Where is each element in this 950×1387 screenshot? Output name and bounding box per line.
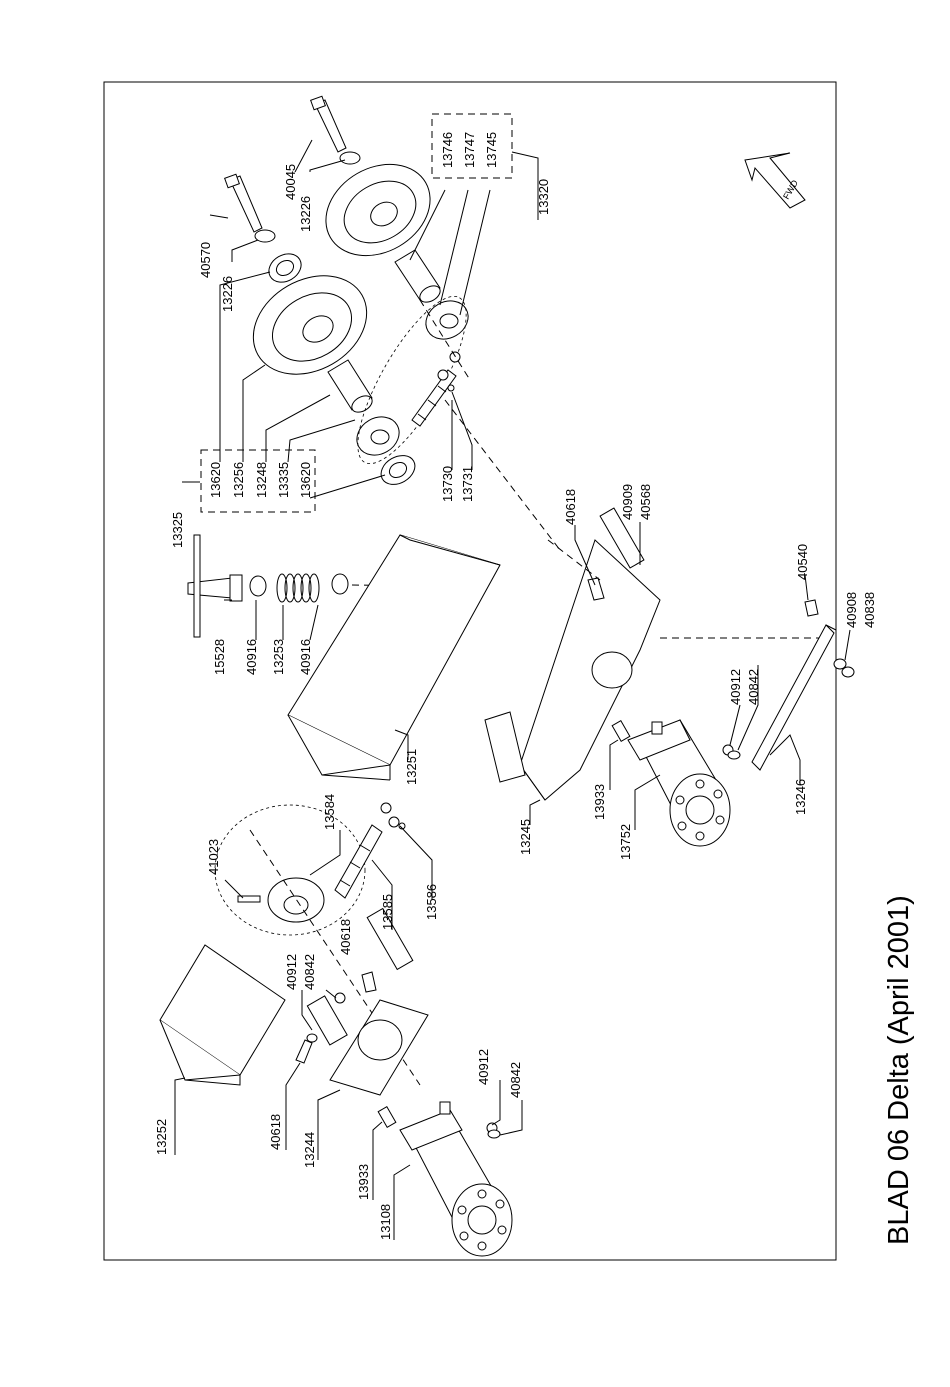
label-13731: 13731 bbox=[460, 466, 475, 502]
label-13244: 13244 bbox=[302, 1132, 317, 1168]
bolt-40540 bbox=[804, 599, 819, 617]
bearing-lower bbox=[380, 455, 416, 485]
label-40842-mid: 40842 bbox=[302, 954, 317, 990]
washer-40842-upper bbox=[727, 750, 741, 760]
label-13253: 13253 bbox=[271, 639, 286, 675]
label-13933-upper: 13933 bbox=[592, 784, 607, 820]
kit-box-13320 bbox=[431, 113, 513, 179]
label-13108: 13108 bbox=[378, 1204, 393, 1240]
washer-40908 bbox=[833, 658, 847, 670]
label-13620-b: 13620 bbox=[298, 462, 313, 498]
wheel-upper-left bbox=[252, 275, 368, 375]
label-13325: 13325 bbox=[170, 512, 185, 548]
label-40909: 40909 bbox=[620, 484, 635, 520]
label-13730: 13730 bbox=[440, 466, 455, 502]
rail-13246 bbox=[751, 624, 837, 771]
spacer-tube-right bbox=[394, 249, 441, 303]
label-13747: 13747 bbox=[462, 132, 477, 168]
drawing-frame bbox=[103, 81, 837, 1261]
washer-40916-right bbox=[331, 573, 349, 595]
frame-tube-13251 bbox=[287, 534, 501, 781]
label-40570: 40570 bbox=[198, 242, 213, 278]
guard-13252 bbox=[159, 944, 286, 1086]
bolt-40570 bbox=[224, 173, 263, 233]
label-40916-left: 40916 bbox=[244, 639, 259, 675]
label-13745: 13745 bbox=[484, 132, 499, 168]
label-13585: 13585 bbox=[380, 894, 395, 930]
bolt-40618-upper bbox=[587, 577, 605, 601]
label-40838: 40838 bbox=[862, 592, 877, 628]
label-40540: 40540 bbox=[795, 544, 810, 580]
label-13335: 13335 bbox=[276, 462, 291, 498]
part-labels: 13325 13620 13256 13248 13335 13620 4057… bbox=[154, 132, 877, 1240]
leader-lines bbox=[174, 139, 851, 1240]
key-13933-upper bbox=[611, 720, 631, 742]
label-13586: 13586 bbox=[424, 884, 439, 920]
label-13248: 13248 bbox=[254, 462, 269, 498]
label-13246: 13246 bbox=[793, 779, 808, 815]
label-40618-mid: 40618 bbox=[338, 919, 353, 955]
label-13933-lower: 13933 bbox=[356, 1164, 371, 1200]
label-15528: 15528 bbox=[212, 639, 227, 675]
bracket-13245 bbox=[484, 507, 661, 801]
bolt-40045 bbox=[310, 95, 347, 153]
label-40842-upper: 40842 bbox=[746, 669, 761, 705]
label-40916-right: 40916 bbox=[298, 639, 313, 675]
label-40912-mid: 40912 bbox=[284, 954, 299, 990]
wheel-upper-right bbox=[325, 163, 431, 257]
kit-box-13325 bbox=[200, 449, 316, 513]
label-13256: 13256 bbox=[231, 462, 246, 498]
label-40045: 40045 bbox=[283, 164, 298, 200]
chain-link-13586 bbox=[380, 802, 406, 830]
spring-13253 bbox=[276, 573, 320, 603]
bracket-13244 bbox=[306, 907, 429, 1096]
label-13226-left: 13226 bbox=[220, 276, 235, 312]
label-40912-lower: 40912 bbox=[476, 1049, 491, 1085]
washer-40842-lower bbox=[487, 1129, 501, 1139]
motor-13752 bbox=[627, 719, 731, 847]
washer-13226-right bbox=[339, 151, 361, 165]
label-13746: 13746 bbox=[440, 132, 455, 168]
label-13752: 13752 bbox=[618, 824, 633, 860]
key-13933-lower bbox=[377, 1106, 397, 1128]
chain-13585 bbox=[334, 824, 383, 899]
label-13252: 13252 bbox=[154, 1119, 169, 1155]
washer-40916-left bbox=[249, 575, 267, 597]
washer-13226-left bbox=[254, 229, 276, 243]
label-40912-upper: 40912 bbox=[728, 669, 743, 705]
label-13226-right: 13226 bbox=[298, 196, 313, 232]
chain-link-upper bbox=[437, 351, 461, 392]
label-13620-a: 13620 bbox=[208, 462, 223, 498]
sprocket-left bbox=[356, 416, 400, 456]
label-40842-lower: 40842 bbox=[508, 1062, 523, 1098]
nut-40912-mid bbox=[334, 992, 346, 1004]
bearing-left bbox=[268, 253, 302, 283]
label-13245: 13245 bbox=[518, 819, 533, 855]
spacer-tube-left bbox=[327, 359, 373, 413]
label-40618-upper: 40618 bbox=[563, 489, 578, 525]
chain-path-lower bbox=[214, 804, 366, 936]
bolt-40618-mid bbox=[361, 971, 377, 993]
label-40908: 40908 bbox=[844, 592, 859, 628]
bolt-40618-lower bbox=[295, 1039, 313, 1064]
drawing-title: BLAD 06 Delta (April 2001) bbox=[883, 895, 915, 1245]
washer-40842-mid bbox=[306, 1033, 318, 1043]
label-13251: 13251 bbox=[404, 749, 419, 785]
setscrew-41023 bbox=[237, 895, 261, 903]
nut-40838 bbox=[841, 666, 855, 678]
label-13320: 13320 bbox=[536, 179, 551, 215]
handle-15528 bbox=[187, 534, 243, 638]
fwd-arrow-icon bbox=[744, 152, 806, 209]
label-40618-lower: 40618 bbox=[268, 1114, 283, 1150]
label-13584: 13584 bbox=[322, 794, 337, 830]
label-40568: 40568 bbox=[638, 484, 653, 520]
chain-upper bbox=[411, 369, 457, 427]
label-41023: 41023 bbox=[206, 839, 221, 875]
motor-13108 bbox=[399, 1101, 513, 1257]
sprocket-13584 bbox=[267, 877, 325, 923]
